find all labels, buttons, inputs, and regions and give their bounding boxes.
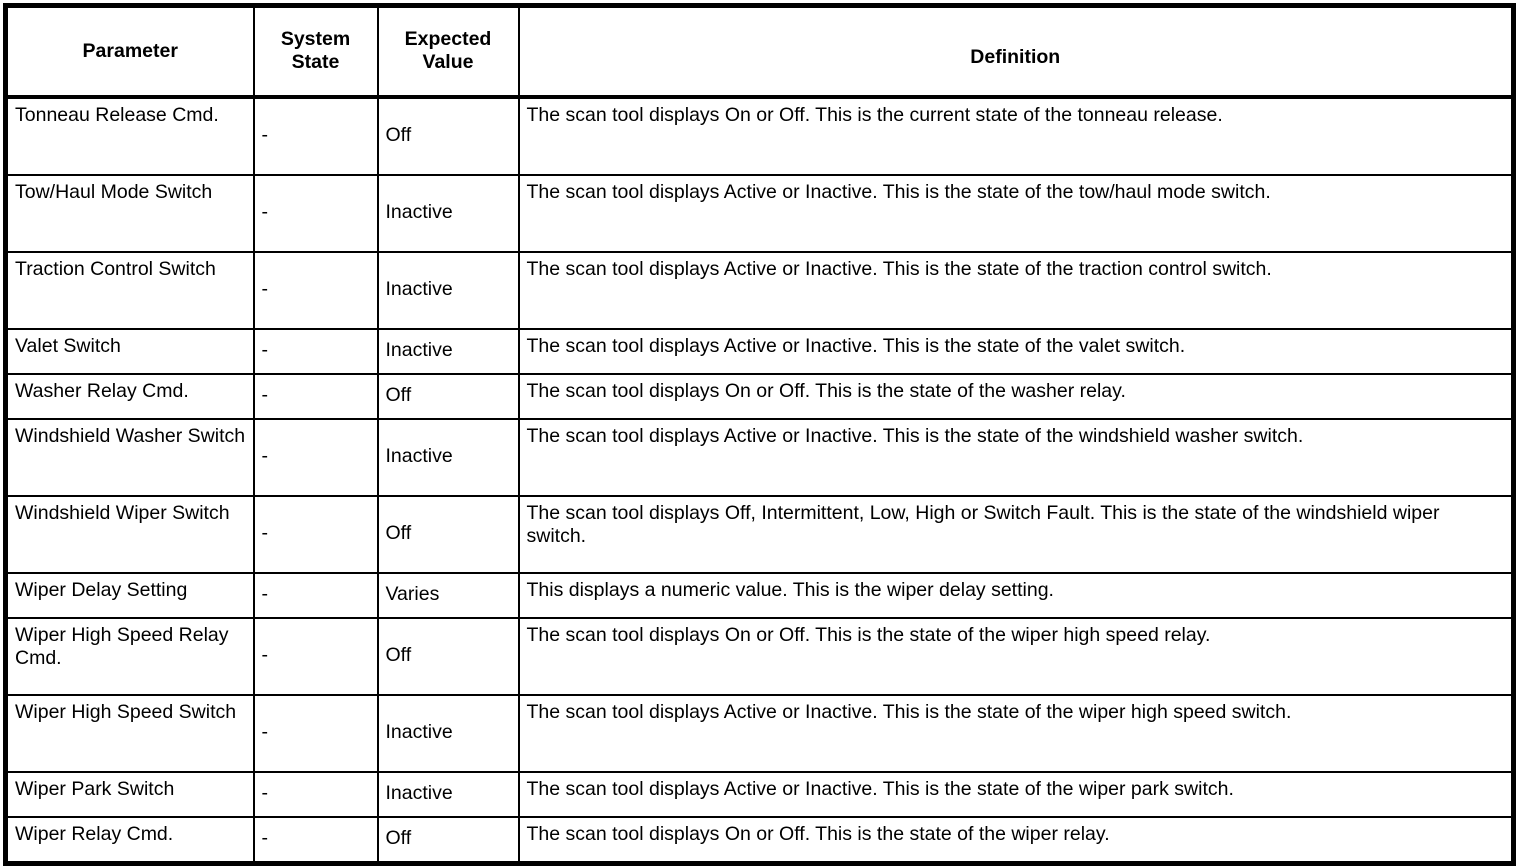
cell-definition: The scan tool displays Active or Inactiv… <box>517 418 1515 497</box>
cell-parameter: Windshield Washer Switch <box>4 418 255 497</box>
table-row: Washer Relay Cmd. - Off The scan tool di… <box>4 373 1515 420</box>
cell-parameter: Tow/Haul Mode Switch <box>4 174 255 253</box>
table-row: Valet Switch - Inactive The scan tool di… <box>4 328 1515 375</box>
cell-system-state: - <box>252 251 379 330</box>
cell-definition: The scan tool displays Active or Inactiv… <box>517 694 1515 773</box>
cell-definition: The scan tool displays Active or Inactiv… <box>517 174 1515 253</box>
cell-expected-value: Inactive <box>376 694 520 773</box>
table-row: Wiper Park Switch - Inactive The scan to… <box>4 771 1515 818</box>
table-row: Traction Control Switch - Inactive The s… <box>4 251 1515 330</box>
header-row: Parameter System State Expected Value De… <box>4 4 1515 99</box>
cell-system-state: - <box>252 771 379 818</box>
cell-parameter: Wiper Delay Setting <box>4 572 255 619</box>
table-row: Windshield Washer Switch - Inactive The … <box>4 418 1515 497</box>
table-header: Parameter System State Expected Value De… <box>4 4 1515 99</box>
cell-system-state: - <box>252 328 379 375</box>
cell-expected-value: Off <box>376 96 520 176</box>
table-row: Tow/Haul Mode Switch - Inactive The scan… <box>4 174 1515 253</box>
column-header-expected-value-line1: Expected <box>404 28 492 50</box>
cell-expected-value: Off <box>376 617 520 696</box>
cell-system-state: - <box>252 694 379 773</box>
column-header-parameter: Parameter <box>4 4 255 99</box>
cell-definition: The scan tool displays Active or Inactiv… <box>517 251 1515 330</box>
cell-expected-value: Inactive <box>376 418 520 497</box>
cell-expected-value: Off <box>376 373 520 420</box>
cell-definition: The scan tool displays On or Off. This i… <box>517 617 1515 696</box>
cell-expected-value: Inactive <box>376 174 520 253</box>
cell-expected-value: Varies <box>376 572 520 619</box>
cell-expected-value: Inactive <box>376 771 520 818</box>
cell-definition: The scan tool displays On or Off. This i… <box>517 816 1515 865</box>
table-row: Tonneau Release Cmd. - Off The scan tool… <box>4 96 1515 176</box>
cell-definition: The scan tool displays Off, Intermittent… <box>517 495 1515 574</box>
cell-definition: This displays a numeric value. This is t… <box>517 572 1515 619</box>
cell-system-state: - <box>252 495 379 574</box>
cell-expected-value: Off <box>376 816 520 865</box>
table-row: Wiper Delay Setting - Varies This displa… <box>4 572 1515 619</box>
parameter-table-container: Parameter System State Expected Value De… <box>3 3 1516 866</box>
cell-definition: The scan tool displays On or Off. This i… <box>517 96 1515 176</box>
cell-expected-value: Off <box>376 495 520 574</box>
cell-parameter: Wiper High Speed Switch <box>4 694 255 773</box>
cell-system-state: - <box>252 617 379 696</box>
cell-parameter: Valet Switch <box>4 328 255 375</box>
column-header-system-state-line2: State <box>291 51 340 73</box>
cell-definition: The scan tool displays Active or Inactiv… <box>517 771 1515 818</box>
column-header-system-state-line1: System <box>280 28 351 50</box>
table-body: Tonneau Release Cmd. - Off The scan tool… <box>4 96 1515 865</box>
table-row: Wiper Relay Cmd. - Off The scan tool dis… <box>4 816 1515 865</box>
column-header-definition: Definition <box>517 4 1515 99</box>
cell-parameter: Windshield Wiper Switch <box>4 495 255 574</box>
cell-definition: The scan tool displays Active or Inactiv… <box>517 328 1515 375</box>
cell-system-state: - <box>252 816 379 865</box>
table-row: Wiper High Speed Switch - Inactive The s… <box>4 694 1515 773</box>
cell-expected-value: Inactive <box>376 328 520 375</box>
cell-system-state: - <box>252 418 379 497</box>
cell-system-state: - <box>252 174 379 253</box>
cell-expected-value: Inactive <box>376 251 520 330</box>
cell-parameter: Tonneau Release Cmd. <box>4 96 255 176</box>
cell-parameter: Washer Relay Cmd. <box>4 373 255 420</box>
column-header-expected-value-line2: Value <box>422 51 474 73</box>
column-header-system-state: System State <box>252 4 379 99</box>
column-header-expected-value: Expected Value <box>376 4 520 99</box>
cell-definition: The scan tool displays On or Off. This i… <box>517 373 1515 420</box>
cell-parameter: Wiper High Speed Relay Cmd. <box>4 617 255 696</box>
cell-parameter: Traction Control Switch <box>4 251 255 330</box>
table-row: Windshield Wiper Switch - Off The scan t… <box>4 495 1515 574</box>
cell-parameter: Wiper Relay Cmd. <box>4 816 255 865</box>
table-row: Wiper High Speed Relay Cmd. - Off The sc… <box>4 617 1515 696</box>
cell-system-state: - <box>252 373 379 420</box>
scan-tool-parameter-table: Parameter System State Expected Value De… <box>3 3 1516 866</box>
cell-parameter: Wiper Park Switch <box>4 771 255 818</box>
cell-system-state: - <box>252 96 379 176</box>
cell-system-state: - <box>252 572 379 619</box>
